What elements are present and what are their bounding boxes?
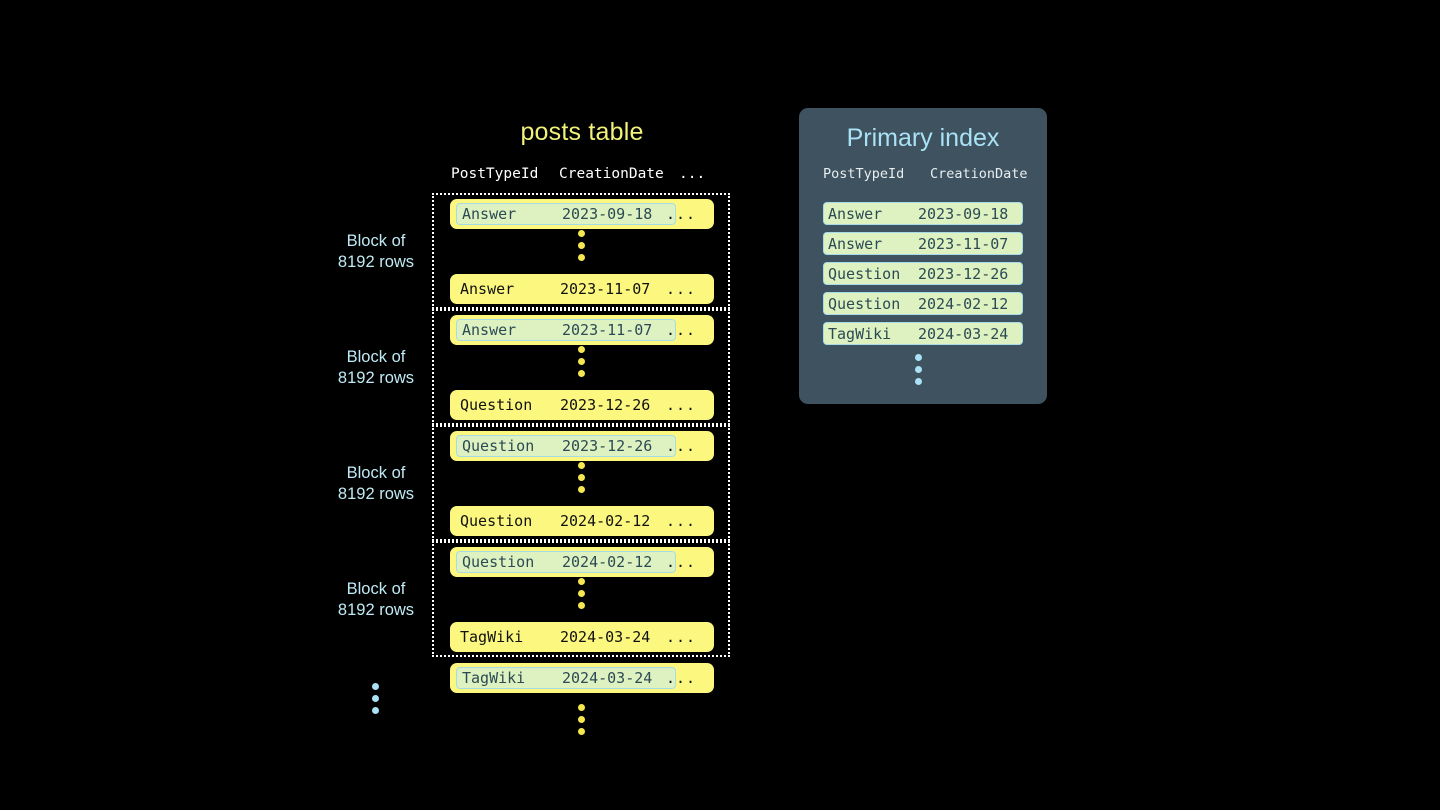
- column-header-creationdate: CreationDate: [559, 166, 664, 182]
- index-row-creationdate: 2023-11-07: [918, 234, 1009, 253]
- block-2-label-line1: Block of: [346, 348, 406, 366]
- vertical-ellipsis-dots: [578, 704, 585, 735]
- primary-index-title: Primary index: [846, 124, 1000, 152]
- row-more-ellipsis: ...: [666, 396, 697, 414]
- row-highlight-cells: TagWiki 2024-03-24: [456, 667, 676, 689]
- table-row[interactable]: Answer 2023-11-07 ...: [450, 315, 714, 345]
- block-3-label-line1: Block of: [346, 464, 406, 482]
- row-posttypeid: Question: [460, 396, 533, 414]
- index-row[interactable]: Question 2023-12-26: [823, 262, 1023, 285]
- block-3-label: Block of 8192 rows: [326, 463, 426, 505]
- row-posttypeid: TagWiki: [462, 669, 526, 687]
- row-creationdate: 2024-02-12: [562, 553, 653, 571]
- row-more-ellipsis: ...: [666, 512, 697, 530]
- row-creationdate: 2024-02-12: [560, 512, 651, 530]
- row-creationdate: 2024-03-24: [560, 628, 651, 646]
- block-4-label-line2: 8192 rows: [337, 601, 415, 619]
- table-row[interactable]: Answer 2023-09-18 ...: [450, 199, 714, 229]
- block-1: Block of 8192 rows: [338, 193, 730, 309]
- table-row[interactable]: Answer 2023-11-07 ...: [450, 274, 714, 304]
- row-more-ellipsis: ...: [666, 205, 697, 223]
- row-creationdate: 2023-12-26: [562, 437, 653, 455]
- row-more-ellipsis: ...: [666, 628, 697, 646]
- row-posttypeid: Answer: [462, 205, 517, 223]
- index-row-creationdate: 2024-03-24: [918, 324, 1009, 343]
- primary-index-panel: Primary index PostTypeId CreationDate An…: [799, 108, 1047, 404]
- index-row[interactable]: Answer 2023-09-18: [823, 202, 1023, 225]
- row-highlight-cells: Answer 2023-09-18: [456, 203, 676, 225]
- index-row-creationdate: 2024-02-12: [918, 294, 1009, 313]
- primary-index-rows: Answer 2023-09-18 Answer 2023-11-07 Ques…: [823, 202, 1023, 352]
- row-creationdate: 2023-09-18: [562, 205, 653, 223]
- row-more-ellipsis: ...: [666, 553, 697, 571]
- index-row[interactable]: Question 2024-02-12: [823, 292, 1023, 315]
- posts-table-title: posts table: [520, 118, 644, 146]
- index-row-posttypeid: Question: [828, 264, 901, 283]
- block-1-label: Block of 8192 rows: [326, 231, 426, 273]
- index-row[interactable]: TagWiki 2024-03-24: [823, 322, 1023, 345]
- index-row-creationdate: 2023-09-18: [918, 204, 1009, 223]
- vertical-ellipsis-dots: [578, 346, 585, 377]
- index-continues-dots: [915, 354, 922, 385]
- row-cells: Question 2023-12-26: [456, 394, 672, 416]
- row-highlight-cells: Answer 2023-11-07: [456, 319, 676, 341]
- table-row[interactable]: Question 2024-02-12 ...: [450, 506, 714, 536]
- vertical-ellipsis-dots: [578, 462, 585, 493]
- block-2-label: Block of 8192 rows: [326, 347, 426, 389]
- table-continues-dots: [372, 683, 379, 714]
- primary-index-column-headers: PostTypeId CreationDate: [823, 166, 1038, 182]
- table-row[interactable]: TagWiki 2024-03-24 ...: [450, 622, 714, 652]
- row-cells: TagWiki 2024-03-24: [456, 626, 672, 648]
- row-highlight-cells: Question 2024-02-12: [456, 551, 676, 573]
- vertical-ellipsis-dots: [578, 230, 585, 261]
- row-more-ellipsis: ...: [666, 669, 697, 687]
- index-column-header-creationdate: CreationDate: [930, 166, 1028, 182]
- row-creationdate: 2024-03-24: [562, 669, 653, 687]
- index-row-posttypeid: Question: [828, 294, 901, 313]
- row-more-ellipsis: ...: [666, 437, 697, 455]
- block-3: Block of 8192 rows: [338, 425, 730, 541]
- index-row[interactable]: Answer 2023-11-07: [823, 232, 1023, 255]
- block-2-label-line2: 8192 rows: [337, 369, 415, 387]
- row-posttypeid: Question: [462, 553, 535, 571]
- table-row[interactable]: Question 2023-12-26 ...: [450, 431, 714, 461]
- block-3-label-line2: 8192 rows: [337, 485, 415, 503]
- row-creationdate: 2023-12-26: [560, 396, 651, 414]
- row-creationdate: 2023-11-07: [560, 280, 651, 298]
- block-1-label-line2: 8192 rows: [337, 253, 415, 271]
- row-posttypeid: Answer: [462, 321, 517, 339]
- index-row-posttypeid: Answer: [828, 204, 883, 223]
- index-row-creationdate: 2023-12-26: [918, 264, 1009, 283]
- row-cells: Question 2024-02-12: [456, 510, 672, 532]
- row-more-ellipsis: ...: [666, 280, 697, 298]
- index-row-posttypeid: TagWiki: [828, 324, 892, 343]
- row-cells: Answer 2023-11-07: [456, 278, 672, 300]
- vertical-ellipsis-dots: [578, 578, 585, 609]
- row-posttypeid: Answer: [460, 280, 515, 298]
- column-header-more: ...: [679, 166, 706, 182]
- column-header-posttypeid: PostTypeId: [451, 166, 539, 182]
- row-posttypeid: Question: [462, 437, 535, 455]
- block-4: Block of 8192 rows: [338, 541, 730, 657]
- row-more-ellipsis: ...: [666, 321, 697, 339]
- index-row-posttypeid: Answer: [828, 234, 883, 253]
- table-row[interactable]: Question 2023-12-26 ...: [450, 390, 714, 420]
- table-row[interactable]: TagWiki 2024-03-24 ...: [450, 663, 714, 693]
- block-1-label-line1: Block of: [346, 232, 406, 250]
- row-posttypeid: Question: [460, 512, 533, 530]
- row-creationdate: 2023-11-07: [562, 321, 653, 339]
- block-2: Block of 8192 rows: [338, 309, 730, 425]
- posts-table-column-headers: PostTypeId CreationDate ...: [451, 166, 721, 182]
- table-row[interactable]: Question 2024-02-12 ...: [450, 547, 714, 577]
- row-posttypeid: TagWiki: [460, 628, 524, 646]
- index-column-header-posttypeid: PostTypeId: [823, 166, 905, 182]
- block-4-label-line1: Block of: [346, 580, 406, 598]
- block-4-label: Block of 8192 rows: [326, 579, 426, 621]
- row-highlight-cells: Question 2023-12-26: [456, 435, 676, 457]
